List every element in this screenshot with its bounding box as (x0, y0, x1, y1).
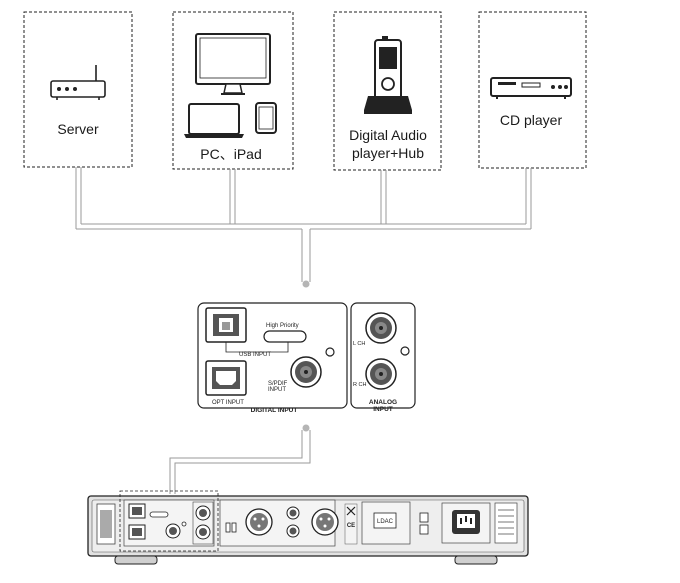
spdif-label-line2: INPUT (268, 387, 286, 393)
source-label-cd-player: CD player (500, 112, 563, 128)
svg-text:CE: CE (347, 523, 355, 529)
opt-input-label: OPT INPUT (212, 400, 244, 406)
source-label-dap-line2: player+Hub (352, 145, 424, 161)
cd-player-icon (490, 77, 572, 99)
usb-c-port (263, 330, 307, 343)
digital-audio-player-icon (364, 36, 412, 114)
ldac-label: LDAC (377, 519, 394, 525)
highlight-digital-inputs (119, 490, 219, 552)
source-server: Server (23, 11, 133, 168)
source-label-dap-line1: Digital Audio (349, 127, 427, 143)
ground-screw (325, 347, 335, 357)
router-icon (50, 65, 106, 100)
spdif-label-line1: S/PDIF (268, 381, 288, 387)
r-ch-label: R CH (353, 382, 366, 388)
l-ch-label: L CH (353, 341, 365, 347)
usb-input-port (205, 307, 247, 343)
cable-bus (75, 167, 532, 282)
connector-dot-lower (302, 424, 310, 432)
source-pc-ipad: PC、iPad (172, 11, 294, 170)
analog-label-line2: INPUT (373, 406, 393, 413)
cable-to-device (169, 430, 311, 494)
source-cd-player: CD player (478, 11, 587, 169)
device-rear-panel: CE LDAC (87, 490, 529, 565)
optical-input-port (205, 360, 247, 396)
computer-laptop-tablet-icon (184, 33, 277, 138)
analog-l-port (365, 312, 397, 344)
connector-dot (302, 280, 310, 288)
analog-r-port (365, 358, 397, 390)
ground-screw-analog (400, 346, 410, 356)
source-label-pc-ipad: PC、iPad (200, 146, 261, 162)
analog-label-line1: ANALOG (369, 399, 397, 406)
source-digital-audio-player: Digital Audio player+Hub (333, 11, 442, 171)
input-panel-zoom: High Priority USB INPUT OPT INPUT S/PDIF… (197, 302, 416, 414)
usb-input-label: USB INPUT (239, 352, 271, 358)
spdif-coax-port (290, 356, 322, 388)
source-label-server: Server (57, 121, 99, 137)
usb-priority-label: High Priority (266, 323, 299, 329)
digital-input-label: DIGITAL INPUT (251, 407, 298, 414)
